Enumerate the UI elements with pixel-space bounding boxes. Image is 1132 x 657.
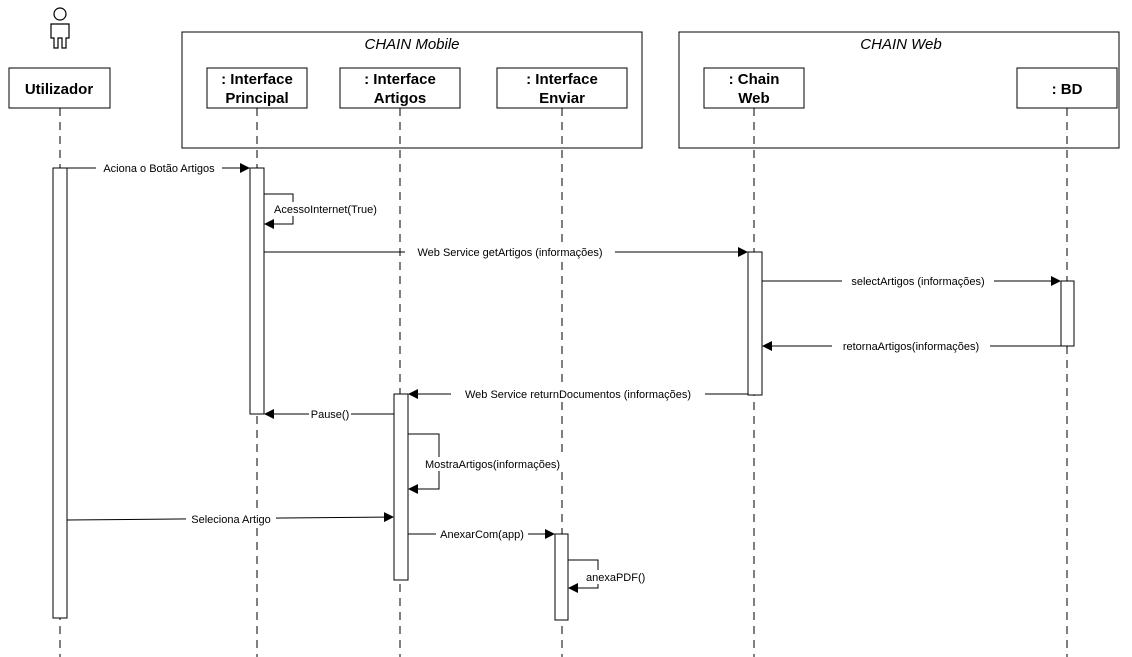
activation-artigos xyxy=(393,393,409,581)
message-label-m2: AcessoInternet(True) xyxy=(274,204,377,216)
activation-bars xyxy=(52,167,1075,621)
actor-label: Utilizador xyxy=(25,81,93,98)
lifeline-principal-line1: : Interface xyxy=(221,71,293,88)
lifeline-enviar-line2: Enviar xyxy=(539,90,585,107)
lifeline-bd-label: : BD xyxy=(1052,81,1083,98)
lifeline-artigos-line2: Artigos xyxy=(374,90,427,107)
message-label-m9: Seleciona Artigo xyxy=(191,514,271,526)
lifeline-principal-line2: Principal xyxy=(225,90,288,107)
frame-title-mobile: CHAIN Mobile xyxy=(364,36,459,53)
lifeline-enviar-line1: : Interface xyxy=(526,71,598,88)
lifeline-chainweb-line2: Web xyxy=(738,90,769,107)
lifeline-chainweb-line1: : Chain xyxy=(729,71,780,88)
message-label-m10: AnexarCom(app) xyxy=(440,529,524,541)
message-label-m4: selectArtigos (informações) xyxy=(851,276,984,288)
lifeline-head-chainweb xyxy=(703,67,805,109)
frame-chain-mobile xyxy=(181,31,643,149)
activation-bd xyxy=(1060,280,1075,347)
message-label-m8: MostraArtigos(informações) xyxy=(425,459,560,471)
frame-chain-web xyxy=(678,31,1120,149)
lifeline-head-enviar xyxy=(496,67,628,109)
activation-chainweb xyxy=(747,251,763,396)
activation-utilizador xyxy=(52,167,68,619)
actor-icon xyxy=(50,7,70,49)
frame-title-web: CHAIN Web xyxy=(860,36,941,53)
activation-enviar xyxy=(554,533,569,621)
message-label-m6: Web Service returnDocumentos (informaçõe… xyxy=(465,389,691,401)
message-label-m5: retornaArtigos(informações) xyxy=(843,341,979,353)
message-label-m11: anexaPDF() xyxy=(586,572,645,584)
activation-principal xyxy=(249,167,265,415)
lifeline-artigos-line1: : Interface xyxy=(364,71,436,88)
message-label-m3: Web Service getArtigos (informações) xyxy=(417,247,602,259)
message-label-m7: Pause() xyxy=(311,409,350,421)
lifeline-head-bd xyxy=(1016,67,1118,109)
message-label-m1: Aciona o Botão Artigos xyxy=(103,163,215,175)
actor-box xyxy=(8,67,111,109)
message-label-backgrounds xyxy=(96,161,994,584)
lifeline-head-artigos xyxy=(339,67,461,109)
